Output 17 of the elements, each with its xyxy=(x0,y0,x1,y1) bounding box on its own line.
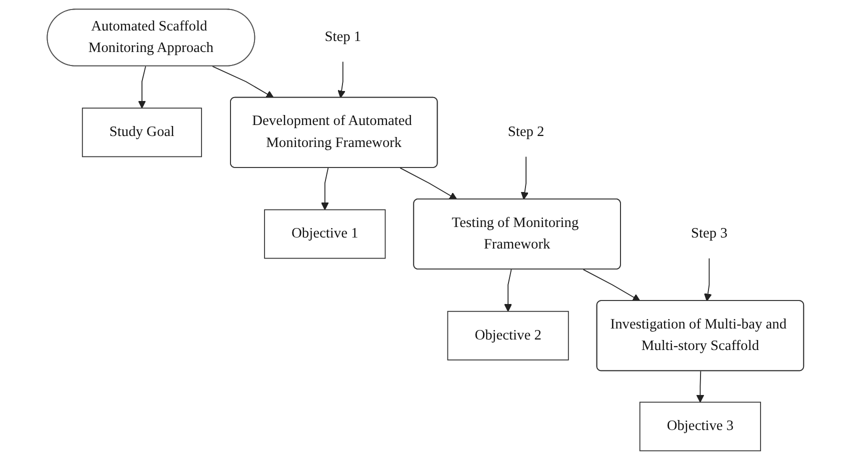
node-text: Step 2 xyxy=(507,124,544,140)
node-box: Objective 2 xyxy=(446,310,568,360)
node-box: Study Goal xyxy=(82,108,202,158)
arrow xyxy=(696,370,704,403)
node-text: Step 3 xyxy=(690,226,727,242)
arrow xyxy=(138,66,146,108)
arrow xyxy=(337,61,346,98)
node-box: Objective 3 xyxy=(639,402,761,452)
arrow xyxy=(704,258,712,302)
arrow xyxy=(582,269,640,302)
arrow xyxy=(399,168,457,200)
arrow xyxy=(520,156,528,200)
arrow xyxy=(212,66,274,98)
arrow xyxy=(504,269,512,312)
arrow xyxy=(320,168,328,210)
node-text: Step 1 xyxy=(324,29,361,45)
node-box: Objective 1 xyxy=(264,209,386,259)
